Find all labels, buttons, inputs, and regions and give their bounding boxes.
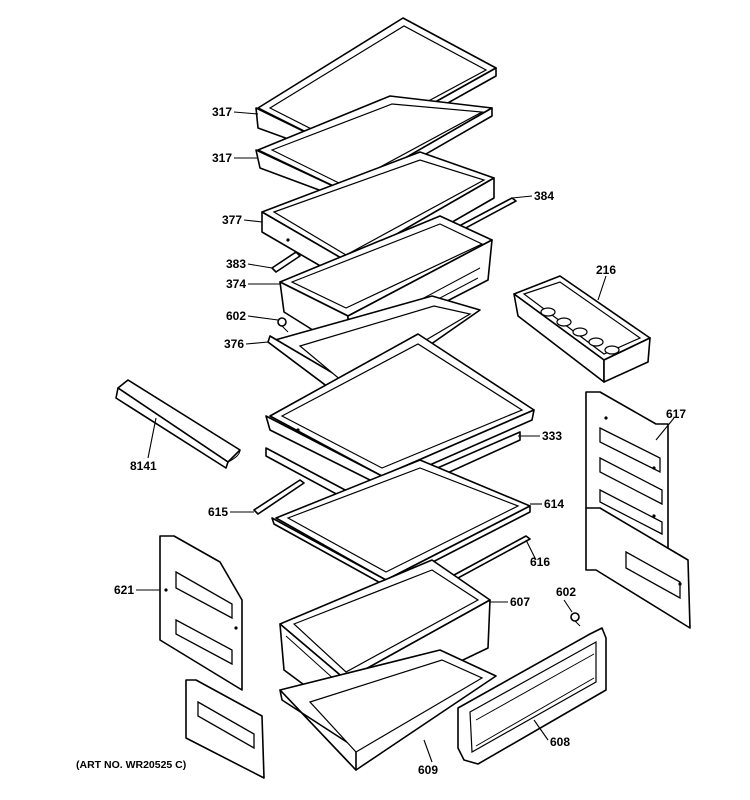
- label-383: 383: [226, 257, 246, 271]
- shelf-614: [271, 459, 531, 587]
- cover-376: [267, 295, 481, 403]
- shelf-333: [265, 333, 535, 511]
- label-614: 614: [544, 497, 564, 511]
- label-608: 608: [550, 735, 570, 749]
- label-602-lower: 602: [556, 585, 576, 599]
- label-602-upper: 602: [226, 309, 246, 323]
- screw-602-upper: [277, 317, 289, 333]
- label-609: 609: [418, 763, 438, 777]
- label-317-second: 317: [212, 151, 232, 165]
- cover-8141: [115, 379, 241, 469]
- label-216: 216: [596, 263, 616, 277]
- label-8141: 8141: [130, 459, 157, 473]
- drawer-front-608: [457, 627, 607, 765]
- label-617: 617: [666, 407, 686, 421]
- label-384: 384: [534, 189, 554, 203]
- label-374: 374: [226, 277, 246, 291]
- cover-609: [279, 649, 497, 771]
- label-615: 615: [208, 505, 228, 519]
- label-376: 376: [224, 337, 244, 351]
- label-333: 333: [542, 429, 562, 443]
- bin-216: [513, 275, 651, 383]
- leader-lines: [136, 111, 675, 763]
- rail-615: [253, 479, 305, 515]
- panel-617: [585, 391, 691, 629]
- label-607: 607: [510, 595, 530, 609]
- rail-383: [271, 251, 301, 273]
- label-616: 616: [530, 555, 550, 569]
- label-317-top: 317: [212, 105, 232, 119]
- label-621: 621: [114, 583, 134, 597]
- label-377: 377: [222, 213, 242, 227]
- panel-621: [159, 535, 265, 779]
- screw-602-lower: [570, 612, 581, 627]
- art-number: (ART NO. WR20525 C): [76, 759, 186, 771]
